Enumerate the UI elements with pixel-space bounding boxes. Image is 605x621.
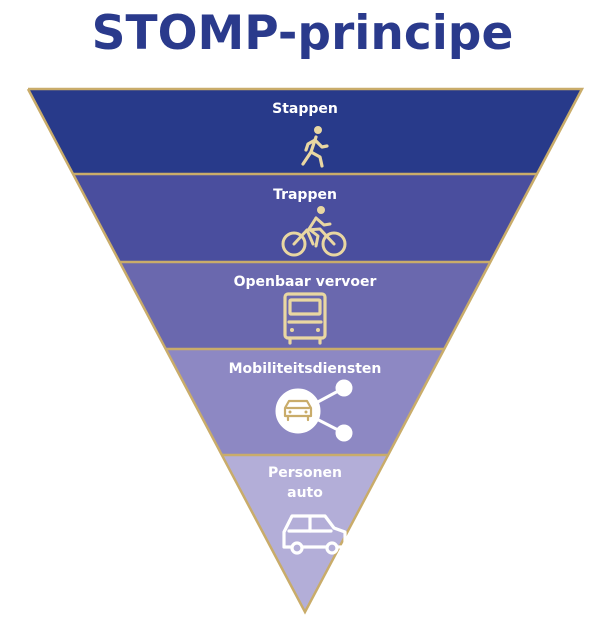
shared-car-icon <box>275 379 353 442</box>
page-title: STOMP-principe <box>91 6 514 61</box>
car-icon <box>282 514 347 555</box>
level-label-openbaar-vervoer: Openbaar vervoer <box>234 274 377 290</box>
level-label-auto: auto <box>287 485 323 501</box>
band-openbaar-vervoer <box>119 262 491 349</box>
level-label-mobiliteitsdiensten: Mobiliteitsdiensten <box>229 361 382 377</box>
band-stappen <box>28 89 582 174</box>
level-label-trappen: Trappen <box>273 187 337 203</box>
level-label-personen: Personen <box>268 465 342 481</box>
level-label-stappen: Stappen <box>272 101 338 117</box>
bus-icon <box>283 292 327 345</box>
separator-lines <box>26 87 585 615</box>
band-trappen <box>73 174 537 262</box>
walking-person-icon <box>301 126 329 168</box>
band-personen-auto <box>221 455 389 612</box>
cyclist-icon <box>281 206 347 257</box>
